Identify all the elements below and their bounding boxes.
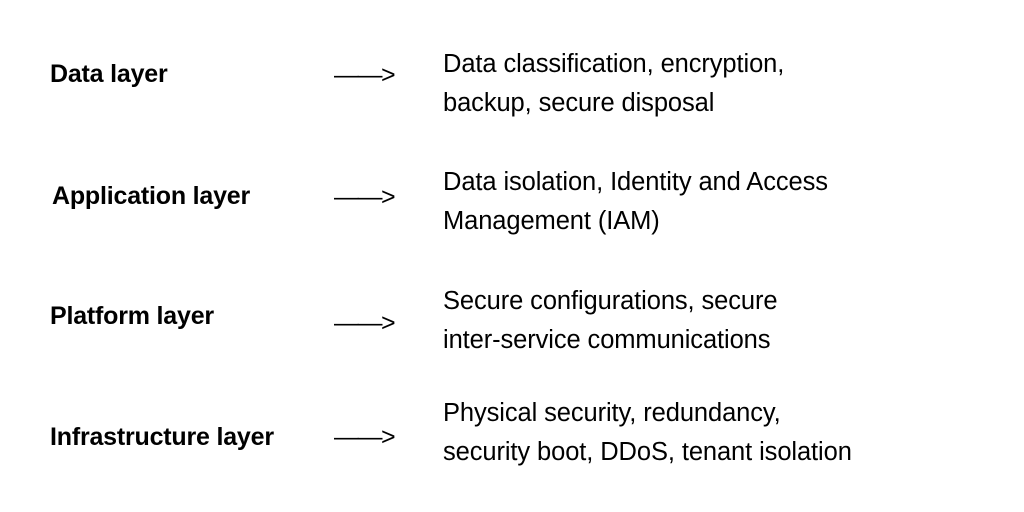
arrow-right-icon: ——> xyxy=(334,423,396,451)
arrow-right-icon: ——> xyxy=(334,183,396,211)
arrow-right-icon: ——> xyxy=(334,61,396,89)
layer-description-data: Data classification, encryption, backup,… xyxy=(443,50,785,117)
layer-description-infrastructure: Physical security, redundancy, security … xyxy=(443,399,852,466)
layer-description-application: Data isolation, Identity and Access Mana… xyxy=(443,168,828,235)
layer-label-application: Application layer xyxy=(52,182,251,210)
arrow-right-icon: ——> xyxy=(334,309,396,337)
layer-label-data: Data layer xyxy=(50,60,168,88)
layer-description-platform: Secure configurations, secure inter-serv… xyxy=(443,287,778,354)
layer-label-infrastructure: Infrastructure layer xyxy=(50,423,274,451)
layer-label-platform: Platform layer xyxy=(50,302,214,330)
